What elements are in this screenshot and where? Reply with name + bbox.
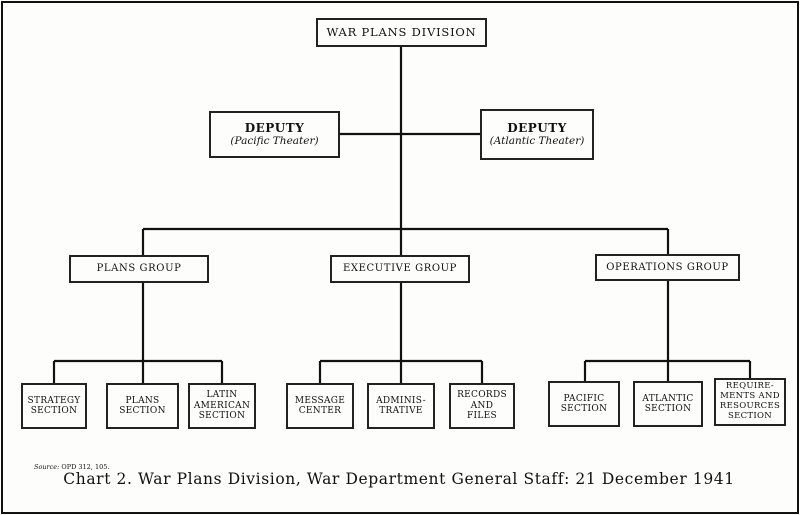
chart-caption: Chart 2. War Plans Division, War Departm… [63,470,735,488]
deputy-atlantic-subtitle: (Atlantic Theater) [489,135,585,148]
latin-american-section-box: LATIN AMERICAN SECTION [188,383,256,429]
plans-section-label: PLANS SECTION [119,395,166,416]
plans-group-box: PLANS GROUP [69,255,209,283]
deputy-pacific-subtitle: (Pacific Theater) [230,135,319,148]
source-label: Source: [34,463,60,471]
requirements-and-resources-section-label: REQUIRE- MENTS AND RESOURCES SECTION [719,381,781,421]
deputy-pacific-title: DEPUTY [244,120,305,135]
operations-group-box: OPERATIONS GROUP [595,254,740,281]
operations-group-label: OPERATIONS GROUP [606,261,729,273]
executive-group-label: EXECUTIVE GROUP [343,263,457,275]
pacific-section-label: PACIFIC SECTION [560,393,608,414]
records-and-files-box: RECORDS AND FILES [449,383,515,429]
latin-american-section-label: LATIN AMERICAN SECTION [193,390,251,422]
administrative-box: ADMINIS- TRATIVE [367,383,435,429]
strategy-section-label: STRATEGY SECTION [27,395,81,416]
deputy-atlantic-box: DEPUTY (Atlantic Theater) [480,109,594,160]
atlantic-section-box: ATLANTIC SECTION [633,381,703,427]
deputy-atlantic-title: DEPUTY [507,120,567,135]
message-center-label: MESSAGE CENTER [294,395,346,416]
requirements-and-resources-section-box: REQUIRE- MENTS AND RESOURCES SECTION [714,378,786,426]
pacific-section-box: PACIFIC SECTION [548,381,620,427]
plans-section-box: PLANS SECTION [106,383,179,429]
source-value: OPD 312, 105. [61,463,110,471]
executive-group-box: EXECUTIVE GROUP [330,255,470,283]
strategy-section-box: STRATEGY SECTION [21,383,87,429]
message-center-box: MESSAGE CENTER [286,383,354,429]
war-plans-division-label: WAR PLANS DIVISION [326,24,477,39]
plans-group-label: PLANS GROUP [96,263,182,275]
administrative-label: ADMINIS- TRATIVE [376,395,426,416]
atlantic-section-label: ATLANTIC SECTION [642,393,694,414]
records-and-files-label: RECORDS AND FILES [457,390,507,422]
deputy-pacific-box: DEPUTY (Pacific Theater) [209,111,340,158]
war-plans-division-box: WAR PLANS DIVISION [316,18,487,47]
source-note: Source: OPD 312, 105. [34,463,109,471]
